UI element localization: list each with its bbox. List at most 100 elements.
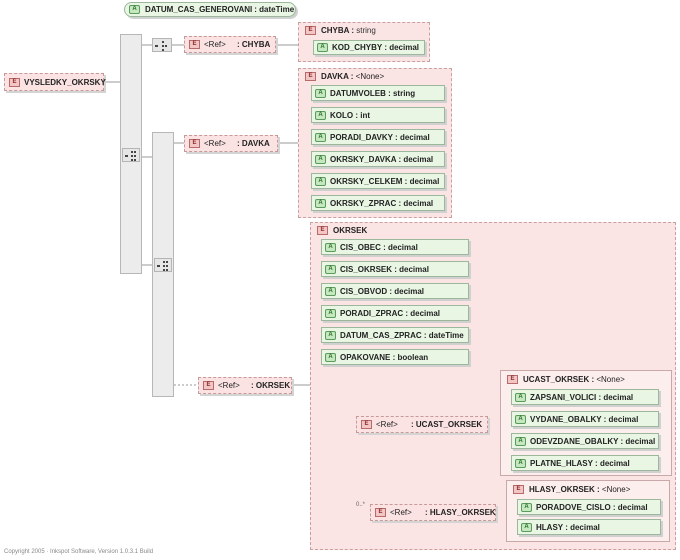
attribute-name: DATUM_CAS_ZPRAC	[340, 331, 422, 340]
attribute-name: PORADI_DAVKY	[330, 133, 393, 142]
ref-label: <Ref>	[218, 381, 240, 390]
attribute-icon: A	[515, 459, 526, 468]
root-element-vysledky-okrsky[interactable]: E VYSLEDKY_OKRSKY	[4, 73, 106, 91]
ref-chyba[interactable]: E <Ref> : CHYBA	[184, 36, 276, 53]
attribute-type: dateTime	[259, 5, 295, 14]
ref-name: HLASY_OKRSEK	[429, 508, 496, 517]
element-icon: E	[507, 375, 518, 384]
ref-label: <Ref>	[390, 508, 412, 517]
ref-davka[interactable]: E <Ref> : DAVKA	[184, 135, 278, 152]
attribute-name: VYDANE_OBALKY	[530, 415, 602, 424]
attribute-icon: A	[325, 287, 336, 296]
attribute-name: KOLO	[330, 111, 354, 120]
ref-label: <Ref>	[376, 420, 398, 429]
element-icon: E	[9, 78, 20, 87]
ref-hlasy-okrsek[interactable]: E <Ref> : HLASY_OKRSEK	[370, 504, 496, 521]
ref-name: UCAST_OKRSEK	[415, 420, 483, 429]
ucast-name: UCAST_OKRSEK	[523, 375, 590, 384]
attribute-name: PORADOVE_CISLO	[536, 503, 611, 512]
attribute-name: ODEVZDANE_OBALKY	[530, 437, 619, 446]
ref-name: DAVKA	[241, 139, 270, 148]
attribute-name: OKRSKY_CELKEM	[330, 177, 403, 186]
element-icon: E	[305, 72, 316, 81]
attribute-name: ZAPSANI_VOLICI	[530, 393, 597, 402]
ref-okrsek[interactable]: E <Ref> : OKRSEK	[198, 377, 292, 394]
chyba-group: E CHYBA : string A KOD_CHYBY : decimal	[298, 22, 430, 62]
attribute-type: decimal	[625, 437, 656, 446]
attribute-icon: A	[325, 331, 336, 340]
attribute-icon: A	[315, 177, 326, 186]
element-icon: E	[189, 139, 200, 148]
ref-name: OKRSEK	[255, 381, 291, 390]
attribute-icon: A	[317, 43, 328, 52]
attribute-name: DATUM_CAS_GENEROVANI	[145, 5, 253, 14]
attribute-name: CIS_OBEC	[340, 243, 381, 252]
ref-ucast-okrsek[interactable]: E <Ref> : UCAST_OKRSEK	[356, 416, 488, 433]
okrsek-name: OKRSEK	[333, 226, 368, 235]
attribute-name: CIS_OBVOD	[340, 287, 388, 296]
root-element-name: VYSLEDKY_OKRSKY	[24, 78, 106, 87]
attribute-type: string	[392, 89, 416, 98]
attribute-type: decimal	[608, 415, 639, 424]
attribute-type: decimal	[603, 393, 634, 402]
attribute-type: int	[360, 111, 370, 120]
sequence-icon	[154, 258, 172, 272]
attribute-name: PORADI_ZPRAC	[340, 309, 404, 318]
ref-label: <Ref>	[204, 139, 226, 148]
attribute-icon: A	[515, 437, 526, 446]
attribute-icon: A	[515, 415, 526, 424]
attribute-icon: A	[315, 111, 326, 120]
attribute-icon: A	[325, 265, 336, 274]
attribute-name: OKRSKY_DAVKA	[330, 155, 397, 164]
attribute-icon: A	[521, 523, 532, 532]
attribute-type: decimal	[403, 199, 434, 208]
footer-text: Copyright 2005 · Inkspot Software, Versi…	[4, 549, 154, 555]
element-icon: E	[189, 40, 200, 49]
hlasy-name: HLASY_OKRSEK	[529, 485, 595, 494]
attribute-type: decimal	[389, 43, 419, 52]
attribute-type: dateTime	[428, 331, 464, 340]
ref-name: CHYBA	[241, 40, 271, 49]
element-icon: E	[513, 485, 524, 494]
attribute-icon: A	[325, 353, 336, 362]
attribute-type: decimal	[399, 133, 430, 142]
sequence-icon	[122, 148, 140, 162]
attribute-datum-cas-generovani[interactable]: A DATUM_CAS_GENEROVANI: dateTime	[124, 2, 296, 17]
attribute-kod-chyby[interactable]: A KOD_CHYBY : decimal	[313, 40, 425, 55]
attribute-name: OPAKOVANE	[340, 353, 391, 362]
element-icon: E	[317, 226, 328, 235]
sequence-glyph	[155, 41, 167, 51]
element-icon: E	[305, 26, 316, 35]
attribute-type: decimal	[399, 265, 429, 274]
attribute-name: CIS_OKRSEK	[340, 265, 393, 274]
attribute-name: KOD_CHYBY	[332, 43, 383, 52]
chyba-name: CHYBA	[321, 26, 350, 35]
attribute-name: PLATNE_HLASY	[530, 459, 593, 468]
occurrence-label: 0..*	[356, 502, 366, 508]
davka-type: <None>	[355, 72, 385, 81]
davka-name: DAVKA	[321, 72, 349, 81]
element-icon: E	[375, 508, 386, 517]
attribute-type: decimal	[409, 177, 440, 186]
